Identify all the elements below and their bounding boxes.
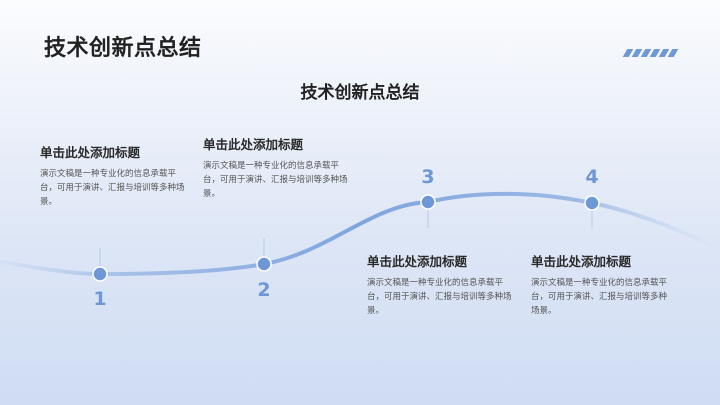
- page-title: 技术创新点总结: [44, 36, 202, 61]
- step-description[interactable]: 演示文稿是一种专业化的信息承载平台，可用于演讲、汇报与培训等多种场景。: [203, 161, 348, 199]
- timeline-node-2: [256, 256, 272, 272]
- step-card-3: 单击此处添加标题 演示文稿是一种专业化的信息承载平台，可用于演讲、汇报与培训等多…: [367, 251, 517, 318]
- step-number-1: 1: [93, 288, 107, 310]
- step-card-1: 单击此处添加标题 演示文稿是一种专业化的信息承载平台，可用于演讲、汇报与培训等多…: [40, 142, 190, 209]
- step-title[interactable]: 单击此处添加标题: [40, 145, 141, 160]
- timeline-node-3: [420, 194, 436, 210]
- step-title[interactable]: 单击此处添加标题: [203, 137, 304, 152]
- step-title[interactable]: 单击此处添加标题: [531, 254, 632, 269]
- step-description[interactable]: 演示文稿是一种专业化的信息承载平台，可用于演讲、汇报与培训等多种场景。: [531, 278, 668, 316]
- step-number-4: 4: [585, 166, 599, 188]
- step-description[interactable]: 演示文稿是一种专业化的信息承载平台，可用于演讲、汇报与培训等多种场景。: [40, 169, 185, 207]
- section-subtitle: 技术创新点总结: [300, 83, 420, 103]
- step-number-3: 3: [421, 166, 435, 188]
- timeline-node-1: [92, 266, 108, 282]
- timeline-node-4: [584, 195, 600, 211]
- step-number-2: 2: [257, 279, 271, 301]
- step-card-2: 单击此处添加标题 演示文稿是一种专业化的信息承载平台，可用于演讲、汇报与培训等多…: [203, 134, 353, 201]
- step-description[interactable]: 演示文稿是一种专业化的信息承载平台，可用于演讲、汇报与培训等多种场景。: [367, 278, 512, 316]
- step-title[interactable]: 单击此处添加标题: [367, 254, 468, 269]
- step-card-4: 单击此处添加标题 演示文稿是一种专业化的信息承载平台，可用于演讲、汇报与培训等多…: [531, 251, 671, 318]
